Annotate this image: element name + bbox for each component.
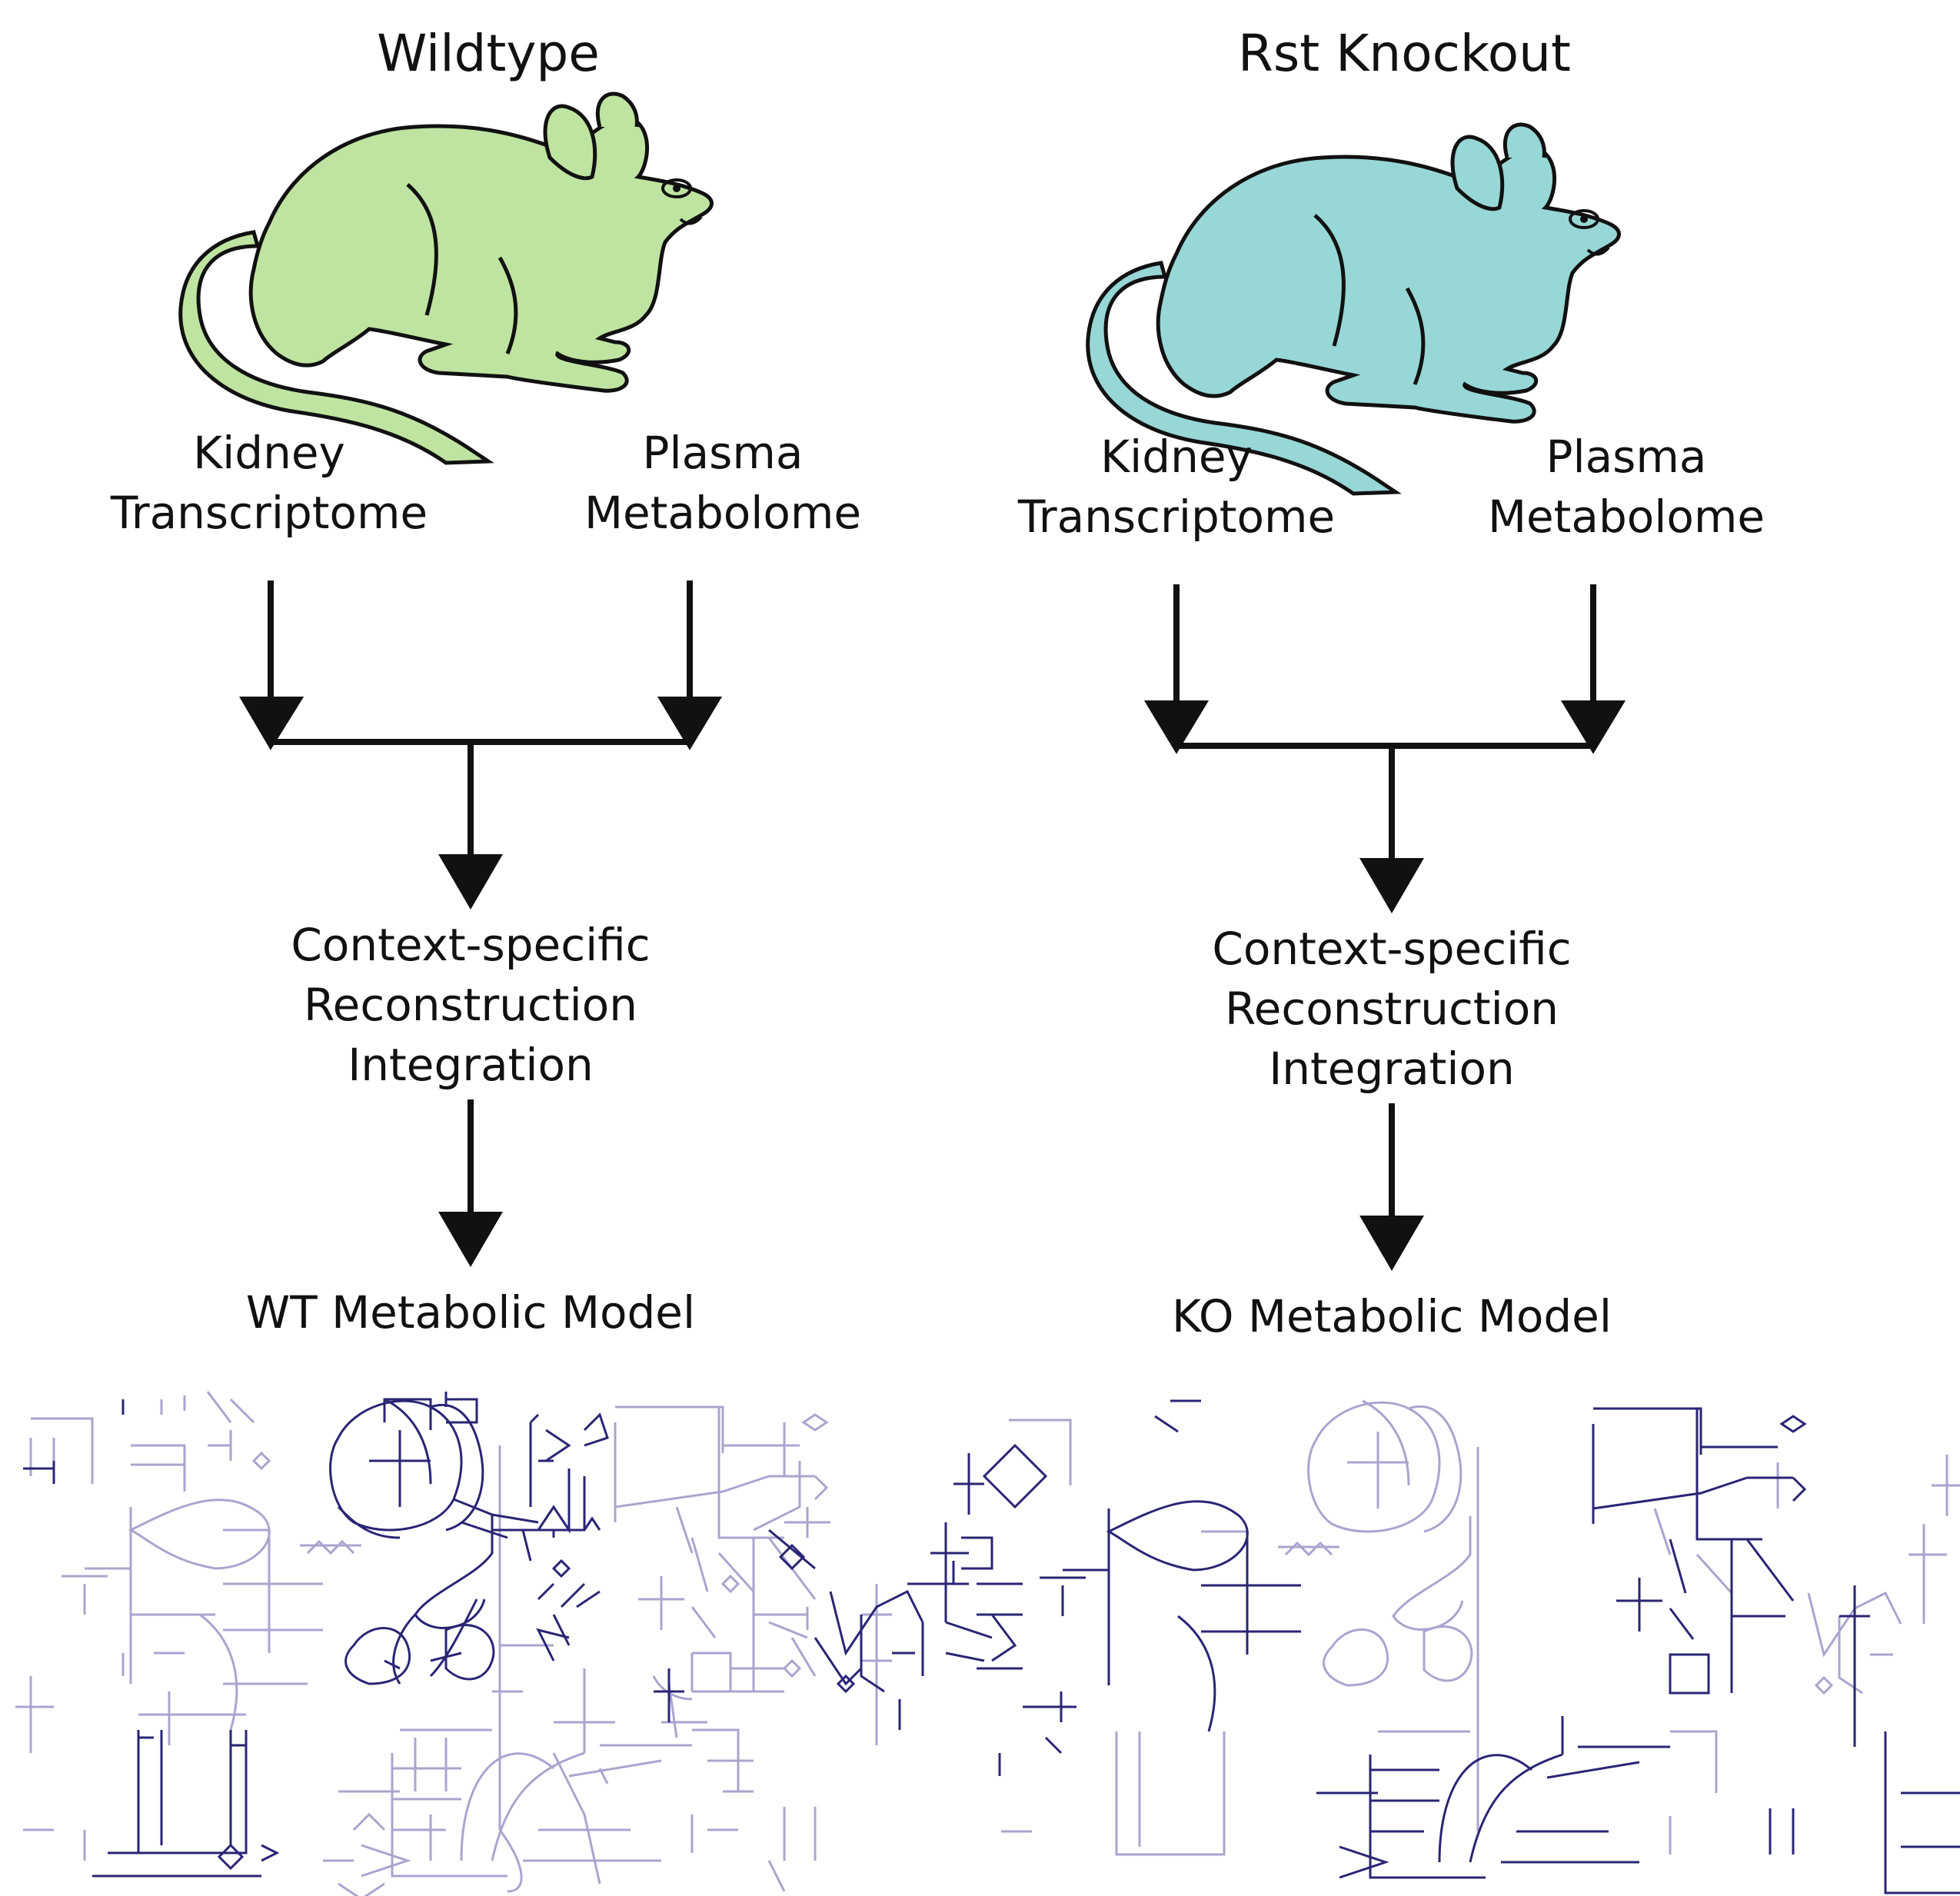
knockout-input-kidney-line1: Kidney bbox=[1100, 431, 1253, 483]
wildtype-flow-arrows bbox=[239, 580, 723, 1267]
knockout-step-line3: Integration bbox=[1269, 1043, 1515, 1095]
wildtype-step-line2: Reconstruction bbox=[303, 979, 638, 1031]
wildtype-input-plasma-line1: Plasma bbox=[642, 427, 804, 479]
knockout-input-kidney-line2: Transcriptome bbox=[1017, 491, 1336, 543]
wildtype-title: Wildtype bbox=[377, 24, 600, 83]
wt-metabolic-network bbox=[15, 1391, 1077, 1896]
wildtype-input-kidney-line2: Transcriptome bbox=[110, 487, 428, 539]
knockout-input-plasma-line2: Metabolome bbox=[1487, 491, 1765, 543]
wildtype-input-kidney-line1: Kidney bbox=[193, 427, 345, 479]
knockout-step-line1: Context-specific bbox=[1212, 923, 1572, 975]
knockout-step-line2: Reconstruction bbox=[1224, 983, 1559, 1035]
knockout-input-plasma-line1: Plasma bbox=[1546, 431, 1707, 483]
wildtype-step-line3: Integration bbox=[348, 1039, 594, 1091]
knockout-title: Rst Knockout bbox=[1238, 24, 1571, 83]
wildtype-model-label: WT Metabolic Model bbox=[245, 1286, 696, 1339]
ko-metabolic-network bbox=[1001, 1399, 1960, 1894]
wildtype-step-line1: Context-specific bbox=[291, 919, 651, 971]
knockout-flow-arrows bbox=[1143, 584, 1626, 1271]
wildtype-input-plasma-line2: Metabolome bbox=[584, 487, 862, 539]
wildtype-mouse bbox=[181, 94, 712, 463]
knockout-model-label: KO Metabolic Model bbox=[1172, 1290, 1612, 1342]
